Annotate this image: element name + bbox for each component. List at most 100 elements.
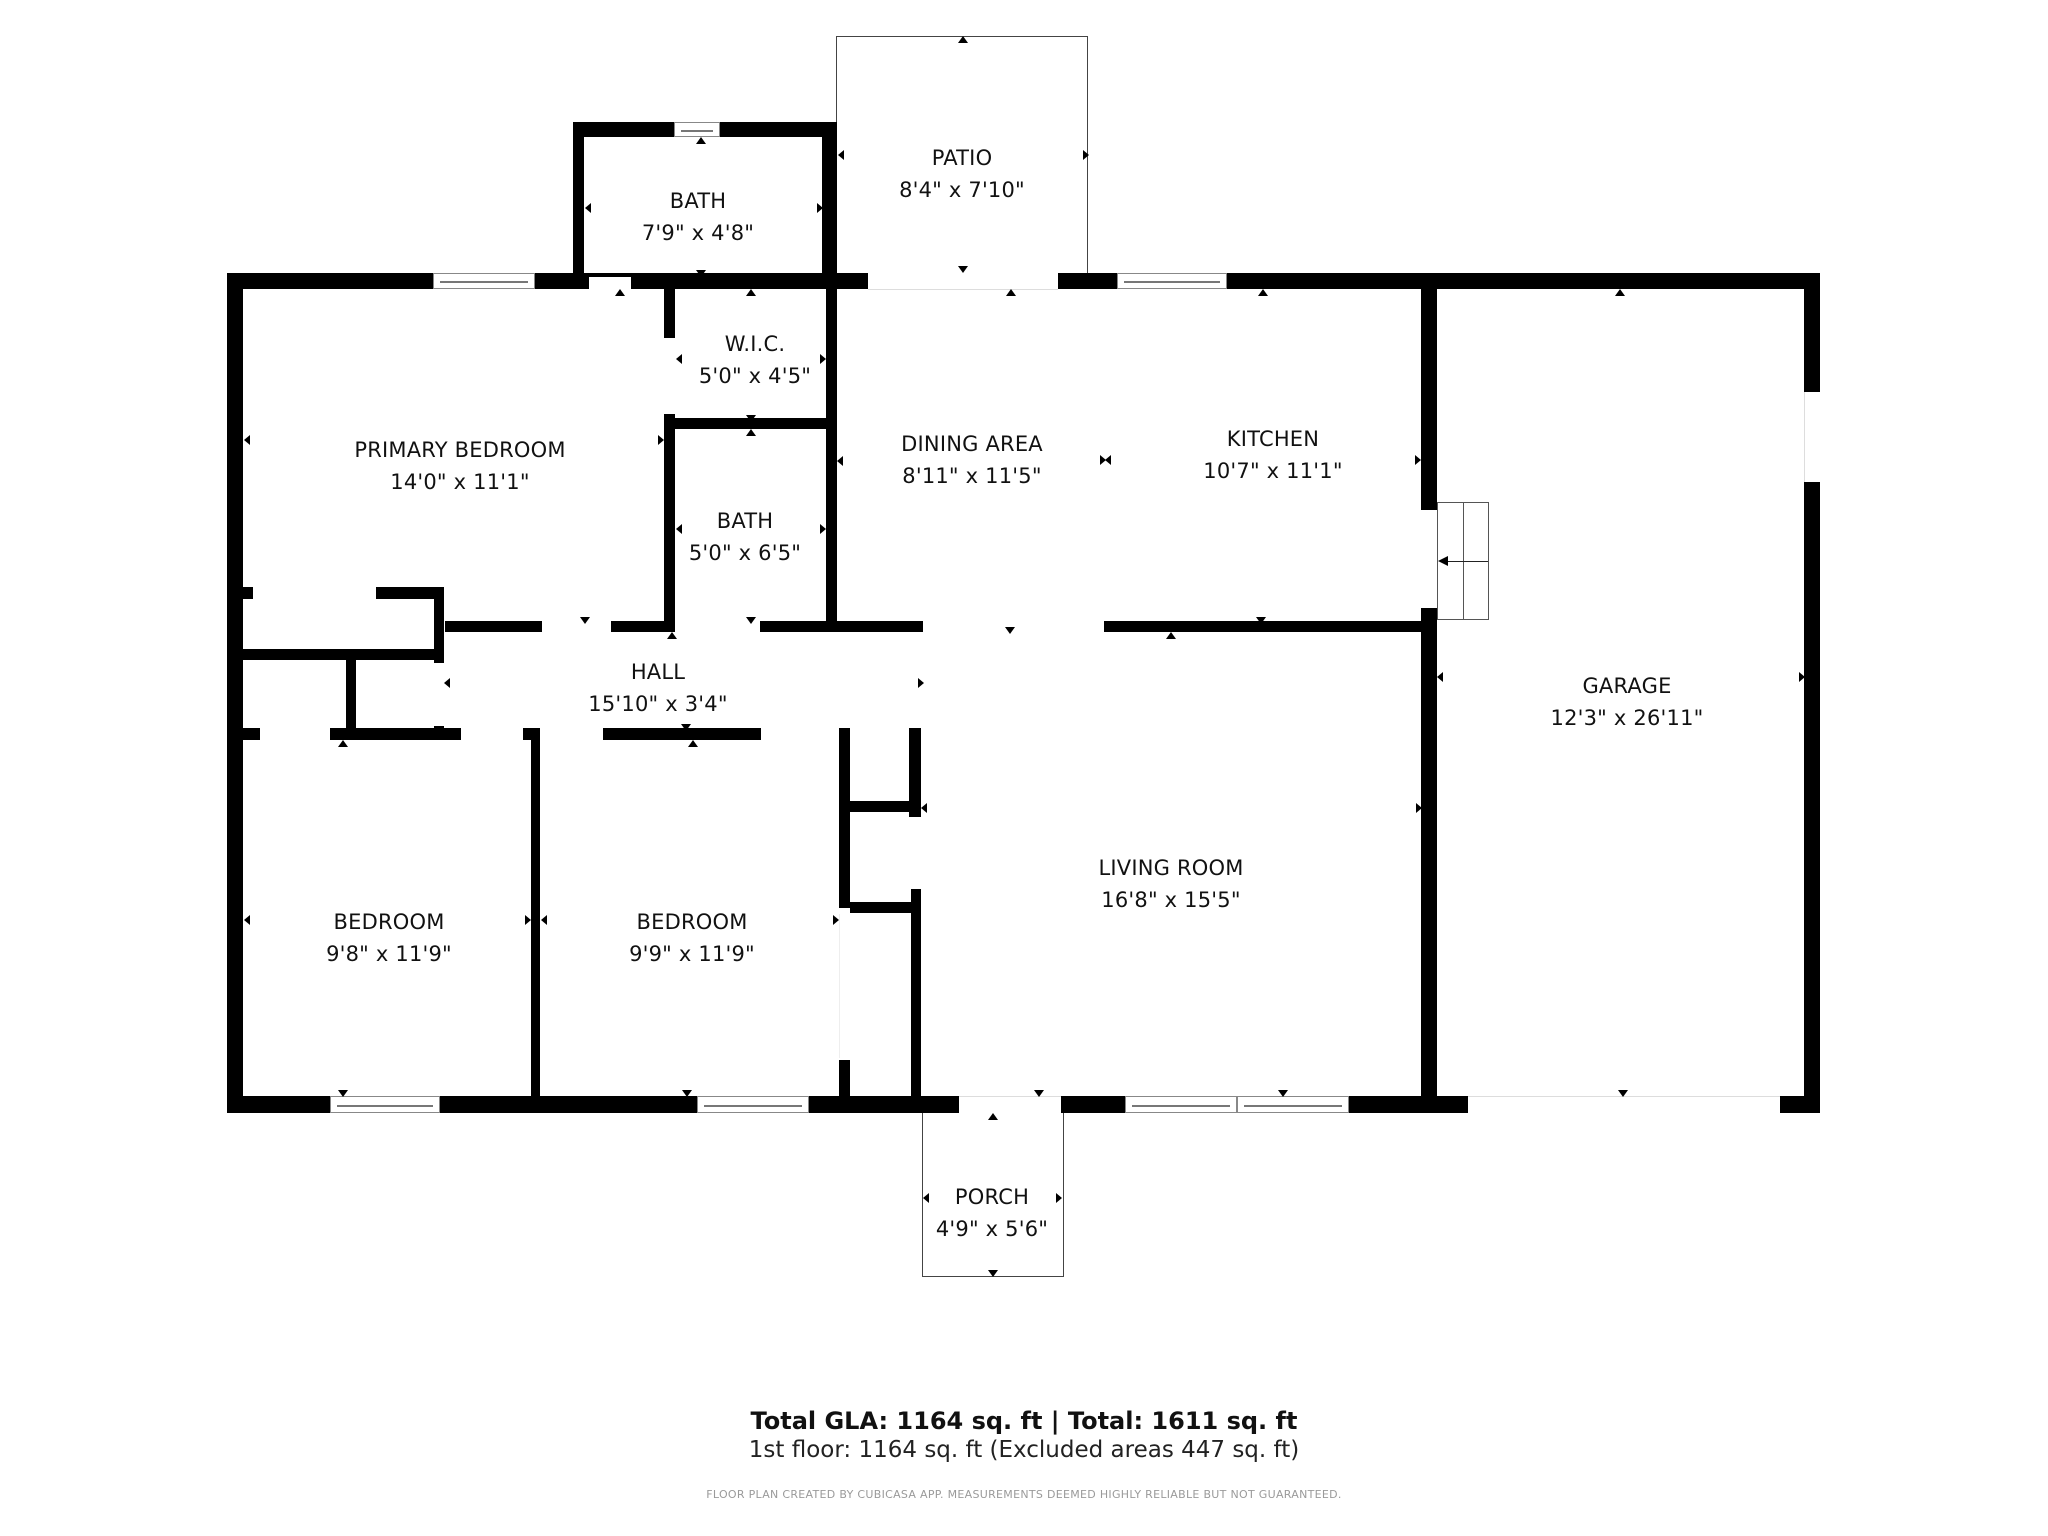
wic-bath-wall-left bbox=[664, 281, 675, 632]
marker-icon bbox=[1056, 1193, 1062, 1203]
room-name: PRIMARY BEDROOM bbox=[354, 438, 566, 462]
room-dimensions: 12'3" x 26'11" bbox=[1550, 706, 1704, 730]
room-label-dining-area: DINING AREA 8'11" x 11'5" bbox=[901, 428, 1043, 492]
hall-wall-top bbox=[611, 621, 675, 632]
room-label-ensuite-bath: BATH 5'0" x 6'5" bbox=[689, 505, 801, 569]
marker-icon bbox=[1278, 1090, 1288, 1097]
room-name: KITCHEN bbox=[1226, 427, 1320, 451]
room-label-living-room: LIVING ROOM 16'8" x 15'5" bbox=[1098, 852, 1243, 916]
closet-wall bbox=[376, 587, 444, 599]
marker-icon bbox=[820, 524, 826, 534]
marker-icon bbox=[676, 524, 682, 534]
room-dimensions: 4'9" x 5'6" bbox=[935, 1217, 1049, 1241]
room-dimensions: 10'7" x 11'1" bbox=[1203, 459, 1343, 483]
window bbox=[1237, 1096, 1349, 1113]
stairs-arrow-icon bbox=[1438, 556, 1448, 566]
marker-icon bbox=[696, 137, 706, 144]
window bbox=[433, 273, 535, 289]
marker-icon bbox=[1618, 1090, 1628, 1097]
closet-wall bbox=[243, 649, 444, 660]
bedroom-wall-top bbox=[330, 728, 447, 740]
doorway bbox=[589, 277, 631, 289]
room-dimensions: 14'0" x 11'1" bbox=[390, 470, 530, 494]
marker-icon bbox=[918, 678, 924, 688]
room-name: DINING AREA bbox=[901, 432, 1043, 456]
closet-wall bbox=[850, 801, 912, 812]
bedroom2-wall-right bbox=[839, 1060, 850, 1100]
room-dimensions: 15'10" x 3'4" bbox=[588, 692, 728, 716]
marker-icon bbox=[988, 1270, 998, 1277]
marker-icon bbox=[746, 429, 756, 436]
closet-door bbox=[434, 663, 444, 726]
room-label-wic: W.I.C. 5'0" x 4'5" bbox=[699, 328, 811, 392]
marker-icon bbox=[1006, 289, 1016, 296]
marker-icon bbox=[1034, 1090, 1044, 1097]
marker-icon bbox=[338, 740, 348, 747]
marker-icon bbox=[696, 270, 706, 277]
room-name: BATH bbox=[669, 189, 727, 213]
marker-icon bbox=[658, 435, 664, 445]
garage-wall-left bbox=[1421, 281, 1437, 510]
floor-area-line: 1st floor: 1164 sq. ft (Excluded areas 4… bbox=[748, 1437, 1300, 1463]
garage-door bbox=[1468, 1096, 1780, 1114]
patio-door bbox=[868, 273, 1058, 290]
marker-icon bbox=[1100, 455, 1106, 465]
room-label-garage: GARAGE 12'3" x 26'11" bbox=[1551, 670, 1704, 734]
closet-wall bbox=[434, 587, 444, 737]
marker-icon bbox=[820, 354, 826, 364]
marker-icon bbox=[525, 915, 531, 925]
marker-icon bbox=[1083, 150, 1089, 160]
marker-icon bbox=[580, 617, 590, 624]
room-dimensions: 7'9" x 4'8" bbox=[641, 221, 755, 245]
wic-bath-divider bbox=[664, 418, 837, 429]
marker-icon bbox=[1799, 672, 1805, 682]
room-dimensions: 8'11" x 11'5" bbox=[902, 464, 1042, 488]
garage-door-interior bbox=[1421, 516, 1438, 608]
bedroom-wall-top bbox=[603, 728, 761, 740]
room-name: GARAGE bbox=[1582, 674, 1672, 698]
marker-icon bbox=[541, 915, 547, 925]
room-name: BATH bbox=[716, 509, 774, 533]
window bbox=[697, 1096, 809, 1113]
room-dimensions: 16'8" x 15'5" bbox=[1101, 888, 1241, 912]
window bbox=[674, 122, 720, 137]
wic-door bbox=[664, 338, 675, 414]
room-name: HALL bbox=[630, 660, 686, 684]
marker-icon bbox=[688, 740, 698, 747]
bedroom-wall-top bbox=[446, 728, 461, 740]
room-dimensions: 5'0" x 4'5" bbox=[698, 364, 812, 388]
bedroom2-wall-right bbox=[839, 728, 850, 908]
room-label-bedroom-1: BEDROOM 9'8" x 11'9" bbox=[326, 906, 452, 970]
outer-wall-left bbox=[227, 273, 243, 1113]
hall-wall-top bbox=[445, 621, 542, 632]
garage-side-door bbox=[1804, 392, 1821, 482]
room-dimensions: 9'9" x 11'9" bbox=[629, 942, 755, 966]
room-label-top-bath: BATH 7'9" x 4'8" bbox=[642, 185, 754, 249]
room-label-primary-bedroom: PRIMARY BEDROOM 14'0" x 11'1" bbox=[354, 434, 565, 498]
bedroom-wall-top bbox=[243, 728, 260, 740]
stairs bbox=[1437, 502, 1489, 620]
room-dimensions: 9'8" x 11'9" bbox=[326, 942, 452, 966]
marker-icon bbox=[682, 1090, 692, 1097]
marker-icon bbox=[444, 678, 450, 688]
marker-icon bbox=[958, 266, 968, 273]
marker-icon bbox=[676, 354, 682, 364]
room-label-patio: PATIO 8'4" x 7'10" bbox=[899, 142, 1025, 206]
window bbox=[330, 1096, 440, 1113]
room-label-porch: PORCH 4'9" x 5'6" bbox=[936, 1181, 1048, 1245]
bedroom2-closet-door bbox=[839, 914, 851, 1058]
closet-wall bbox=[346, 660, 356, 737]
top-bath-wall-right bbox=[822, 122, 837, 289]
closet-wall bbox=[243, 587, 253, 599]
marker-icon bbox=[746, 289, 756, 296]
garage-wall-left bbox=[1421, 608, 1437, 1108]
marker-icon bbox=[1416, 803, 1422, 813]
room-name: W.I.C. bbox=[724, 332, 786, 356]
marker-icon bbox=[244, 435, 250, 445]
top-bath-wall-bottom bbox=[576, 277, 834, 289]
room-label-kitchen: KITCHEN 10'7" x 11'1" bbox=[1203, 423, 1342, 487]
marker-icon bbox=[681, 724, 691, 731]
marker-icon bbox=[837, 456, 843, 466]
marker-icon bbox=[921, 803, 927, 813]
